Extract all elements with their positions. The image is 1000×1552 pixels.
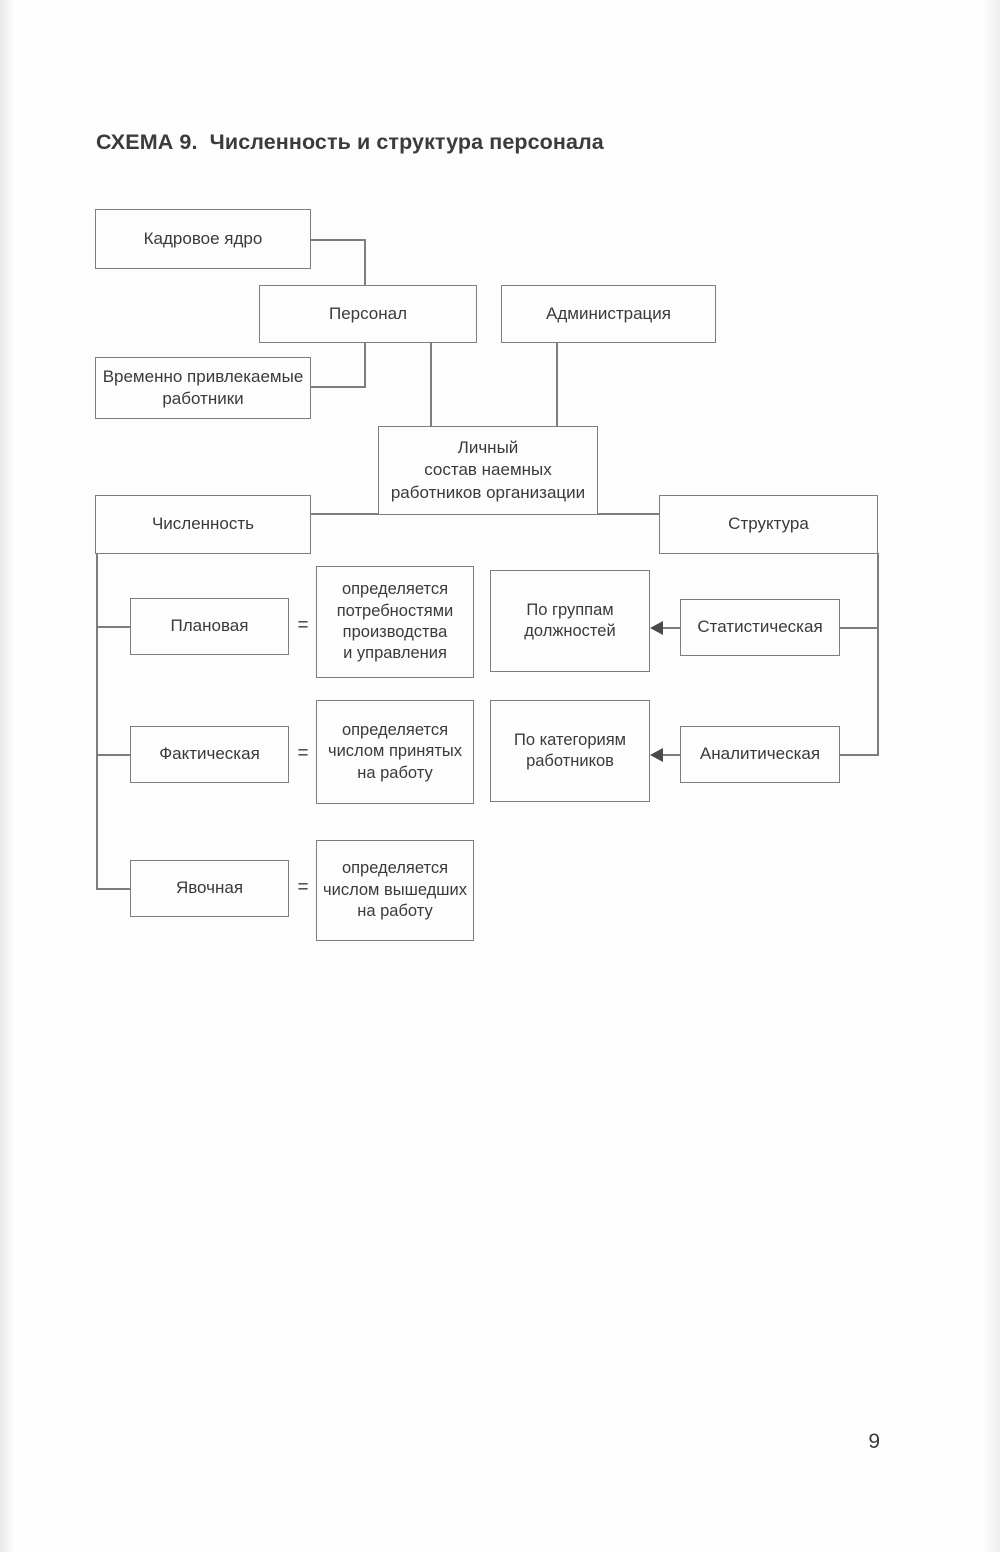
node-struktura[interactable]: Структура <box>659 495 878 554</box>
edge-vremenno-to-personal-h <box>308 386 366 388</box>
equals-sign-planovaya: = <box>297 615 309 636</box>
node-yavochnaya-definition[interactable]: определяется числом вышедших на работу <box>316 840 474 941</box>
edge-struktura-to-analiticheskaya <box>840 754 879 756</box>
edge-kadrovoe-to-personal-h <box>308 239 366 241</box>
node-fakticheskaya[interactable]: Фактическая <box>130 726 289 783</box>
node-vremenno-privlekaemye[interactable]: Временно привлекаемые работники <box>95 357 311 419</box>
node-po-gruppam-dolzhnostey[interactable]: По группам должностей <box>490 570 650 672</box>
edge-chislennost-to-yavochnaya <box>96 888 131 890</box>
node-planovaya-definition[interactable]: определяется потребностями производства … <box>316 566 474 678</box>
node-kadrovoe-yadro[interactable]: Кадровое ядро <box>95 209 311 269</box>
node-lichnyy-sostav[interactable]: Личный состав наемных работников организ… <box>378 426 598 515</box>
edge-lichnyy-to-struktura <box>597 513 660 515</box>
node-planovaya[interactable]: Плановая <box>130 598 289 655</box>
edge-statisticheskaya-shaft <box>660 627 680 629</box>
arrow-left-icon-analiticheskaya <box>650 746 666 764</box>
node-statisticheskaya[interactable]: Статистическая <box>680 599 840 656</box>
edge-kadrovoe-to-personal-v <box>364 239 366 286</box>
page-number: 9 <box>868 1430 880 1453</box>
node-chislennost[interactable]: Численность <box>95 495 311 554</box>
edge-vremenno-to-personal-v <box>364 341 366 387</box>
edge-chislennost-to-fakticheskaya <box>96 754 131 756</box>
edge-chislennost-to-planovaya <box>96 626 131 628</box>
node-fakticheskaya-definition[interactable]: определяется числом принятых на работу <box>316 700 474 804</box>
edge-personal-to-lichnyy <box>430 341 432 427</box>
arrow-left-icon-statisticheskaya <box>650 619 666 637</box>
equals-sign-fakticheskaya: = <box>297 743 309 764</box>
edge-struktura-to-statisticheskaya <box>840 627 879 629</box>
edge-administraciya-to-lichnyy <box>556 341 558 427</box>
page-title: СХЕМА 9. Численность и структура персона… <box>96 130 604 154</box>
node-yavochnaya[interactable]: Явочная <box>130 860 289 917</box>
node-po-kategoriyam-rabotnikov[interactable]: По категориям работников <box>490 700 650 802</box>
equals-sign-yavochnaya: = <box>297 877 309 898</box>
node-personal[interactable]: Персонал <box>259 285 477 343</box>
edge-chislennost-trunk <box>96 553 98 889</box>
edge-struktura-trunk <box>877 553 879 756</box>
node-administraciya[interactable]: Администрация <box>501 285 716 343</box>
edge-lichnyy-to-chislennost <box>309 513 379 515</box>
node-analiticheskaya[interactable]: Аналитическая <box>680 726 840 783</box>
edge-analiticheskaya-shaft <box>660 754 680 756</box>
